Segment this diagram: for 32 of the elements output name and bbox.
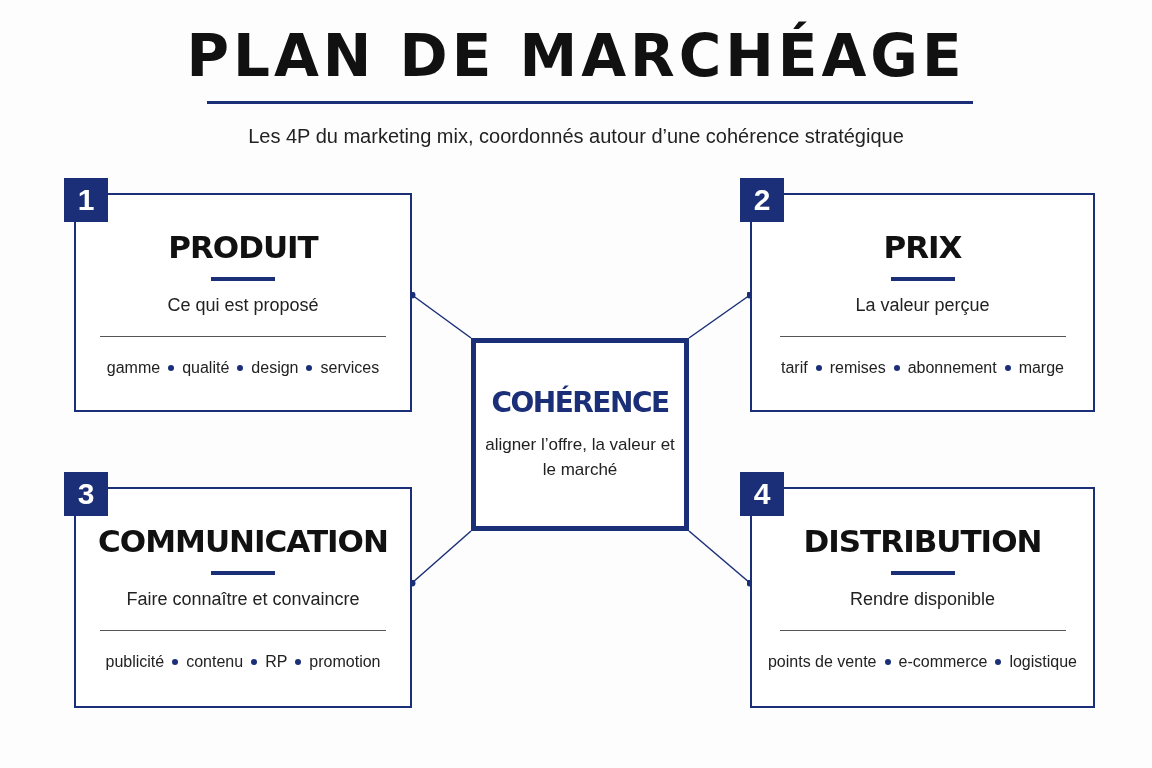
card-title: COMMUNICATION: [98, 523, 388, 559]
keyword: design: [251, 359, 299, 377]
center-subtitle: aligner l’offre, la valeur et le marché: [485, 434, 675, 481]
keyword: marge: [1018, 359, 1064, 377]
keyword: tarif: [781, 359, 808, 377]
center-box: [471, 338, 689, 531]
number-badge: 1: [64, 178, 108, 222]
keyword: e-commerce: [898, 653, 988, 671]
keyword: contenu: [186, 653, 244, 671]
card-title: DISTRIBUTION: [803, 523, 1042, 559]
card-title: PRIX: [883, 229, 962, 265]
number-badge: 3: [64, 472, 108, 516]
keyword: remises: [829, 359, 886, 377]
card-subtitle: Faire connaître et convaincre: [126, 589, 360, 610]
keyword: points de vente: [767, 653, 877, 671]
keyword: logistique: [1009, 653, 1077, 671]
center-title: COHÉRENCE: [491, 386, 669, 420]
keyword: promotion: [309, 653, 381, 671]
subtitle: Les 4P du marketing mix, coordonnés autour d’une cohérence stratégique: [247, 125, 905, 148]
title: PLAN DE MARCHÉAGE: [185, 22, 967, 90]
keyword: services: [320, 359, 380, 377]
keyword: qualité: [182, 359, 230, 377]
keyword: abonnement: [907, 359, 997, 377]
keyword: RP: [265, 653, 288, 671]
card-title: PRODUIT: [168, 229, 318, 265]
keyword: gamme: [106, 359, 161, 377]
card-subtitle: Ce qui est proposé: [167, 295, 319, 316]
keyword: publicité: [105, 653, 165, 671]
card-subtitle: La valeur perçue: [855, 295, 990, 316]
card-subtitle: Rendre disponible: [849, 589, 996, 610]
number-badge: 4: [740, 472, 784, 516]
number-badge: 2: [740, 178, 784, 222]
